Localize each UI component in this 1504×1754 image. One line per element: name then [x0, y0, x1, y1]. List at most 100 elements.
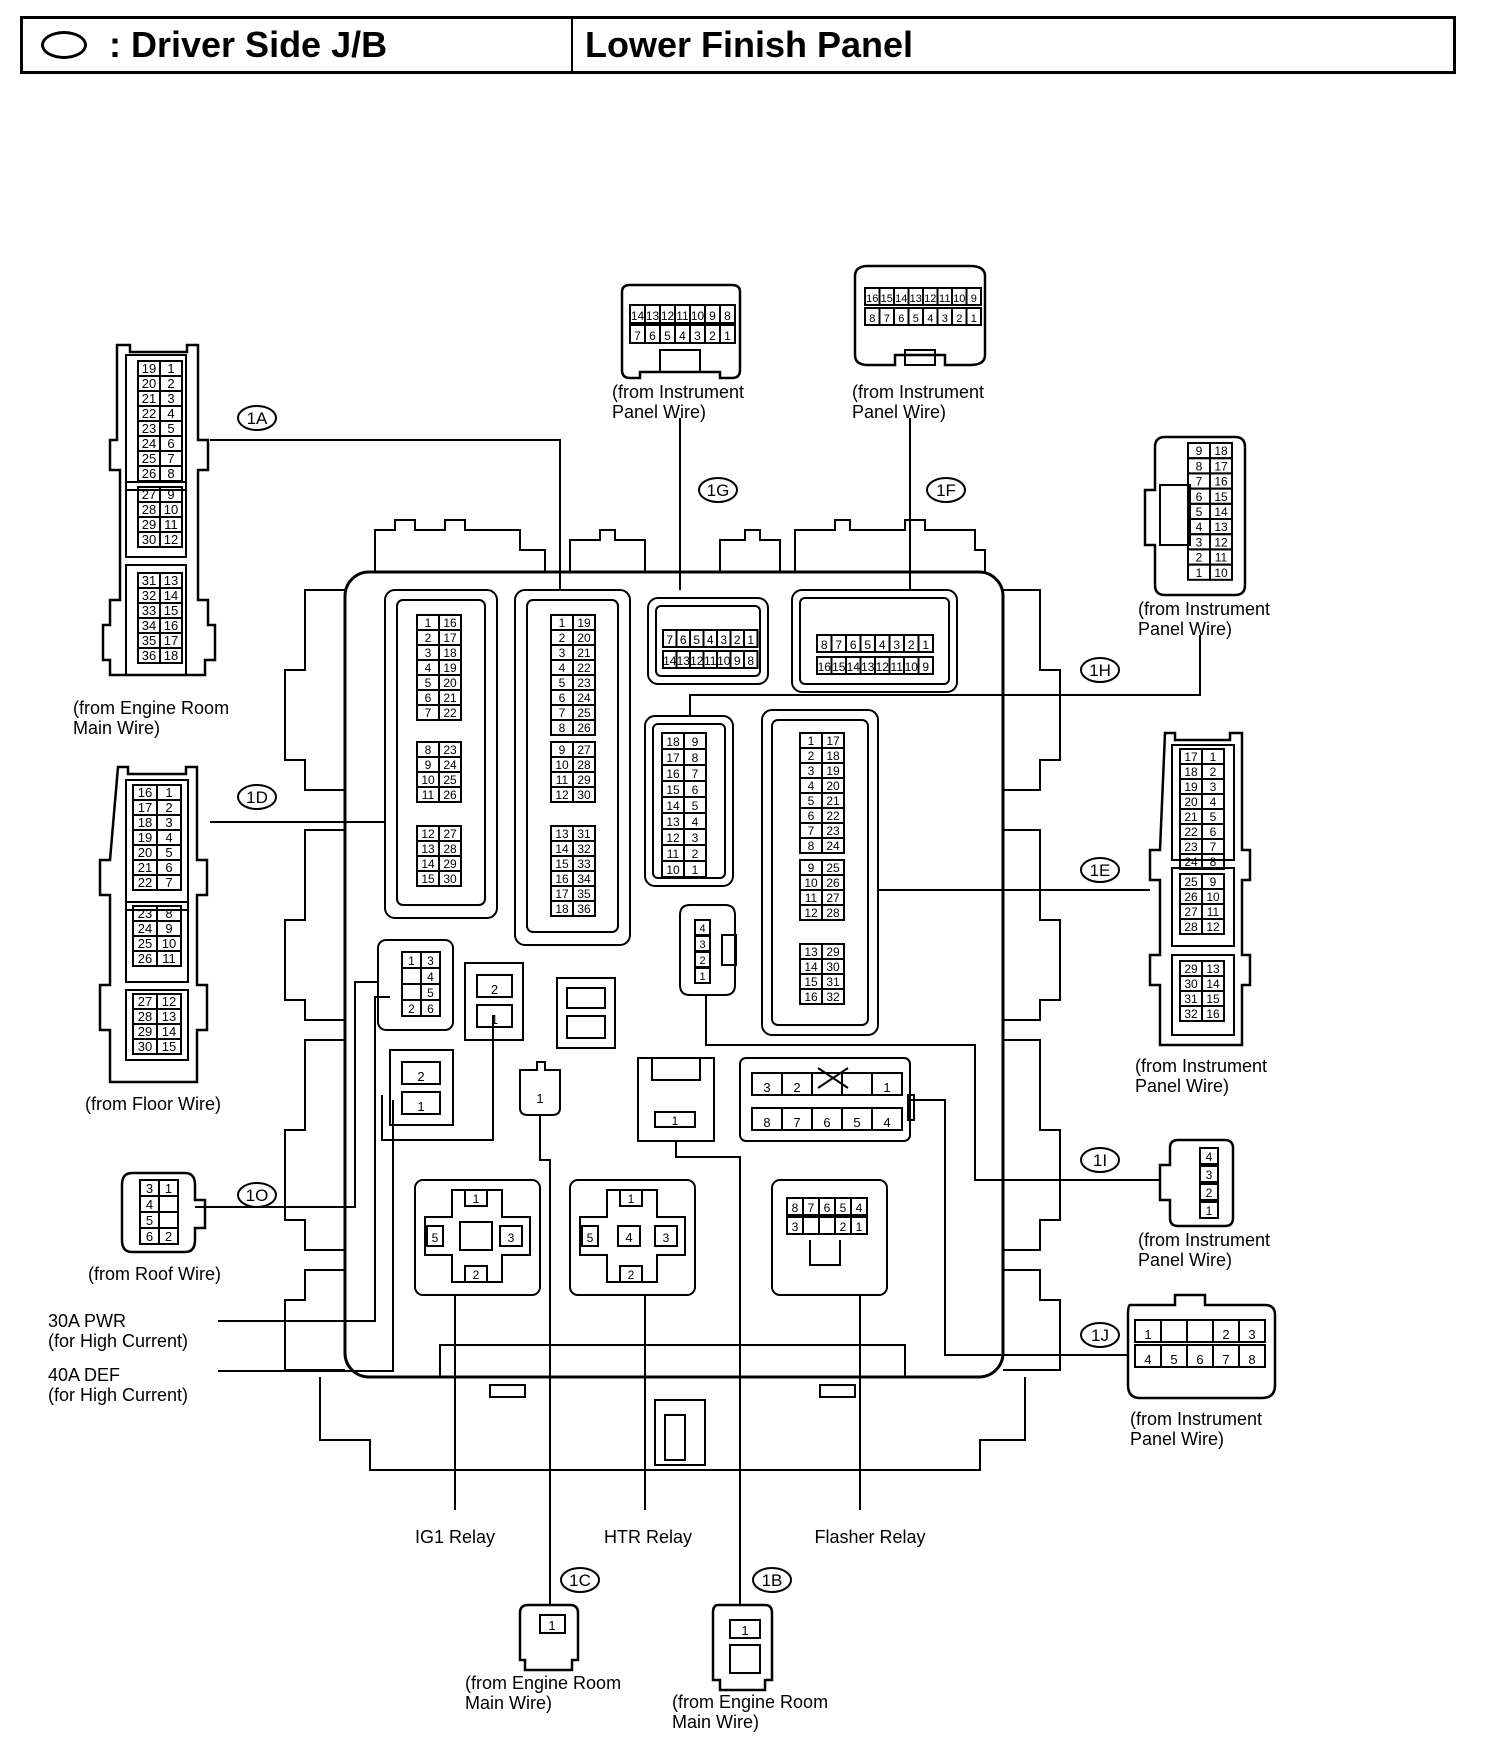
pin-number: 1 [167, 361, 174, 376]
pin-number: 25 [138, 936, 152, 951]
pin-number: 8 [763, 1115, 770, 1130]
connector-code-text: 1F [936, 481, 956, 500]
pin-number: 6 [649, 329, 656, 343]
pin-number: 4 [427, 970, 434, 984]
pin-number: 13 [910, 293, 922, 305]
connector-code-text: 1B [762, 1571, 783, 1590]
pin-number: 6 [1210, 825, 1217, 839]
pin-number: 2 [491, 982, 498, 997]
pin-number: 29 [443, 857, 457, 871]
pin-number: 1 [165, 1181, 172, 1196]
pin-number: 25 [826, 861, 840, 875]
pin-number: 36 [577, 902, 591, 916]
pin-number: 5 [808, 794, 815, 808]
pin-number: 7 [808, 1201, 815, 1215]
pin-number: 14 [1214, 505, 1228, 519]
pin-number: 6 [692, 783, 699, 797]
pin-number: 17 [138, 800, 152, 815]
oval-symbol-icon [41, 31, 87, 59]
pin-number: 4 [856, 1201, 863, 1215]
pin-number: 9 [1210, 875, 1217, 889]
pin-number: 4 [165, 830, 172, 845]
pin-number: 11 [1215, 551, 1228, 565]
label-1O: (from Roof Wire) [88, 1264, 221, 1284]
pin-number: 1 [1196, 566, 1203, 580]
pin-number: 8 [1196, 459, 1203, 473]
pin-number: 16 [138, 785, 152, 800]
connector-code-1J: 1J [1080, 1322, 1120, 1348]
pin-number: 5 [693, 633, 700, 647]
pin-number: 10 [555, 758, 569, 772]
pin-number: 3 [1206, 1168, 1213, 1182]
pin-number: 11 [939, 293, 950, 305]
pin-number: 15 [421, 872, 435, 886]
pin-number: 10 [804, 876, 818, 890]
pin-number: 13 [666, 815, 680, 829]
pin-number: 2 [956, 313, 962, 325]
pin-number: 3 [694, 329, 701, 343]
label-line: (from Instrument [1130, 1409, 1262, 1429]
label-line: Panel Wire) [1135, 1076, 1229, 1096]
pin-number: 16 [443, 616, 457, 630]
pin-number: 29 [826, 945, 840, 959]
pin-number: 18 [164, 648, 178, 663]
pin-number: 24 [1184, 855, 1198, 869]
pin-number: 4 [425, 661, 432, 675]
pin-number: 14 [631, 309, 645, 323]
leader-1H [689, 635, 1201, 716]
pin-number: 32 [826, 990, 840, 1004]
pin-number: 12 [666, 831, 680, 845]
pin-number: 3 [893, 638, 900, 652]
pin-number: 14 [804, 960, 818, 974]
pin-number: 29 [142, 517, 156, 532]
pin-number: 26 [443, 788, 457, 802]
pin-number: 18 [138, 815, 152, 830]
pin-number: 4 [1144, 1352, 1151, 1367]
pin-number: 11 [162, 951, 176, 966]
flasher-relay-label: Flasher Relay [814, 1527, 925, 1547]
pin-number: 4 [559, 661, 566, 675]
pin-number: 11 [1207, 905, 1220, 919]
pin-number: 13 [646, 309, 660, 323]
pin-number: 14 [555, 842, 569, 856]
pin-number: 1 [883, 1080, 890, 1095]
label-line: (from Instrument [852, 382, 984, 402]
pin-number: 11 [676, 309, 689, 323]
pin-number: 18 [826, 749, 840, 763]
pin-number: 17 [1184, 750, 1198, 764]
pin-number: 4 [699, 923, 705, 935]
pin-number: 8 [425, 743, 432, 757]
pin-number: 2 [908, 638, 915, 652]
label-line: 30A PWR [48, 1311, 126, 1331]
pin-number: 33 [577, 857, 591, 871]
pin-number: 4 [679, 329, 686, 343]
pin-number: 6 [824, 1201, 831, 1215]
pin-number: 5 [1196, 505, 1203, 519]
pin-number: 25 [443, 773, 457, 787]
pin-number: 22 [826, 809, 840, 823]
pin-number: 6 [425, 691, 432, 705]
pin-number: 19 [826, 764, 840, 778]
pin-number: 1 [473, 1192, 480, 1206]
connector-code-text: 1E [1090, 861, 1111, 880]
pin-number: 10 [905, 660, 919, 674]
pin-number: 3 [1196, 535, 1203, 549]
pin-number: 12 [690, 654, 704, 668]
pin-number: 1 [628, 1192, 635, 1206]
leader-1B [675, 1141, 741, 1605]
connector-code-1G: 1G [698, 477, 738, 503]
pin-number: 19 [577, 616, 591, 630]
pin-number: 25 [1184, 875, 1198, 889]
pin-number: 17 [826, 734, 840, 748]
label-line: Panel Wire) [1138, 1250, 1232, 1270]
pin-number: 34 [142, 618, 156, 633]
pin-number: 4 [167, 406, 174, 421]
pin-number: 12 [804, 906, 818, 920]
pin-number: 8 [1248, 1352, 1255, 1367]
